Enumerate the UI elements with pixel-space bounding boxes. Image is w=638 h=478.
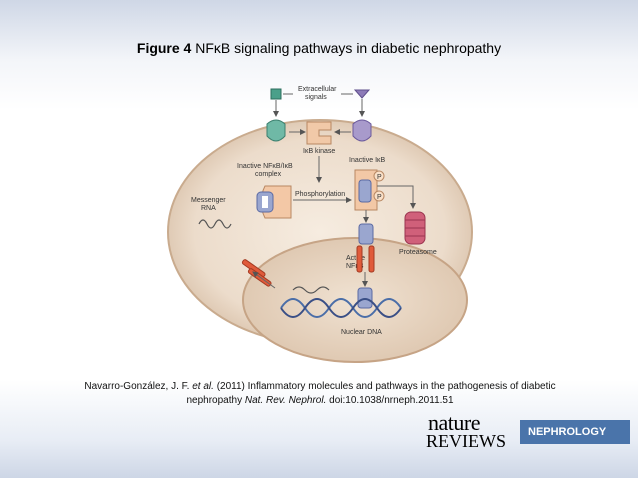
- label-signals: signals: [305, 94, 327, 101]
- label-p-2: P: [377, 194, 382, 201]
- nfkb-pathway-diagram: Extracellular signals IκB kinase Inactiv…: [167, 86, 473, 363]
- nucleus: [242, 237, 468, 363]
- citation: Navarro-González, J. F. et al. (2011) In…: [30, 380, 610, 408]
- citation-journal: Nat. Rev. Nephrol.: [244, 395, 327, 406]
- ikb-kinase-icon: [306, 121, 332, 145]
- citation-doi: doi:10.1038/nrneph.2011.51: [329, 395, 454, 406]
- label-proteasome: Proteasome: [399, 249, 437, 256]
- label-messenger-1: Messenger: [191, 197, 226, 204]
- label-inactive-nfkb-1: Inactive NFκB/IκB: [237, 163, 293, 170]
- label-active-1: Active: [346, 255, 365, 262]
- nuclear-pore-right: [368, 245, 375, 273]
- receptor-left-icon: [266, 119, 286, 142]
- proteasome-icon: [404, 211, 426, 245]
- signal-square-icon: [270, 88, 282, 100]
- phospho-marker-2: [373, 190, 385, 202]
- signal-triangle-icon: [353, 89, 371, 99]
- receptor-right-icon: [352, 119, 372, 142]
- citation-line2: nephropathy: [186, 395, 243, 406]
- citation-et-al: et al.: [192, 381, 214, 392]
- citation-authors: Navarro-González, J. F.: [84, 381, 190, 392]
- logo-reviews: REVIEWS: [426, 431, 506, 451]
- label-p-1: P: [377, 174, 382, 181]
- figure-title: Figure 4 NFκB signaling pathways in diab…: [0, 40, 638, 56]
- mrna-icon: [198, 219, 232, 229]
- figure-title-text: NFκB signaling pathways in diabetic neph…: [195, 40, 502, 56]
- label-ikb-kinase: IκB kinase: [303, 148, 335, 155]
- label-extracellular: Extracellular: [298, 86, 337, 93]
- logo-nephrology: NEPHROLOGY: [520, 420, 630, 444]
- label-active-2: NFκB: [346, 263, 364, 270]
- transcription-rna-icon: [292, 286, 330, 294]
- active-nfkb-icon: [358, 223, 374, 245]
- dna-icon: [280, 298, 402, 318]
- nuclear-pore-left: [356, 245, 363, 273]
- label-nuclear-dna: Nuclear DNA: [341, 329, 382, 336]
- logo-nature: nature: [428, 410, 480, 435]
- label-messenger-2: RNA: [201, 205, 216, 212]
- citation-text: (2011) Inflammatory molecules and pathwa…: [216, 381, 556, 392]
- nature-reviews-nephrology-logo: nature REVIEWS NEPHROLOGY: [422, 410, 630, 452]
- figure-label: Figure 4: [136, 40, 192, 56]
- label-inactive-nfkb-2: complex: [255, 171, 282, 178]
- phospho-marker-1: [373, 170, 385, 182]
- label-phosphorylation: Phosphorylation: [295, 191, 345, 198]
- label-inactive-ikb: Inactive IκB: [349, 157, 386, 164]
